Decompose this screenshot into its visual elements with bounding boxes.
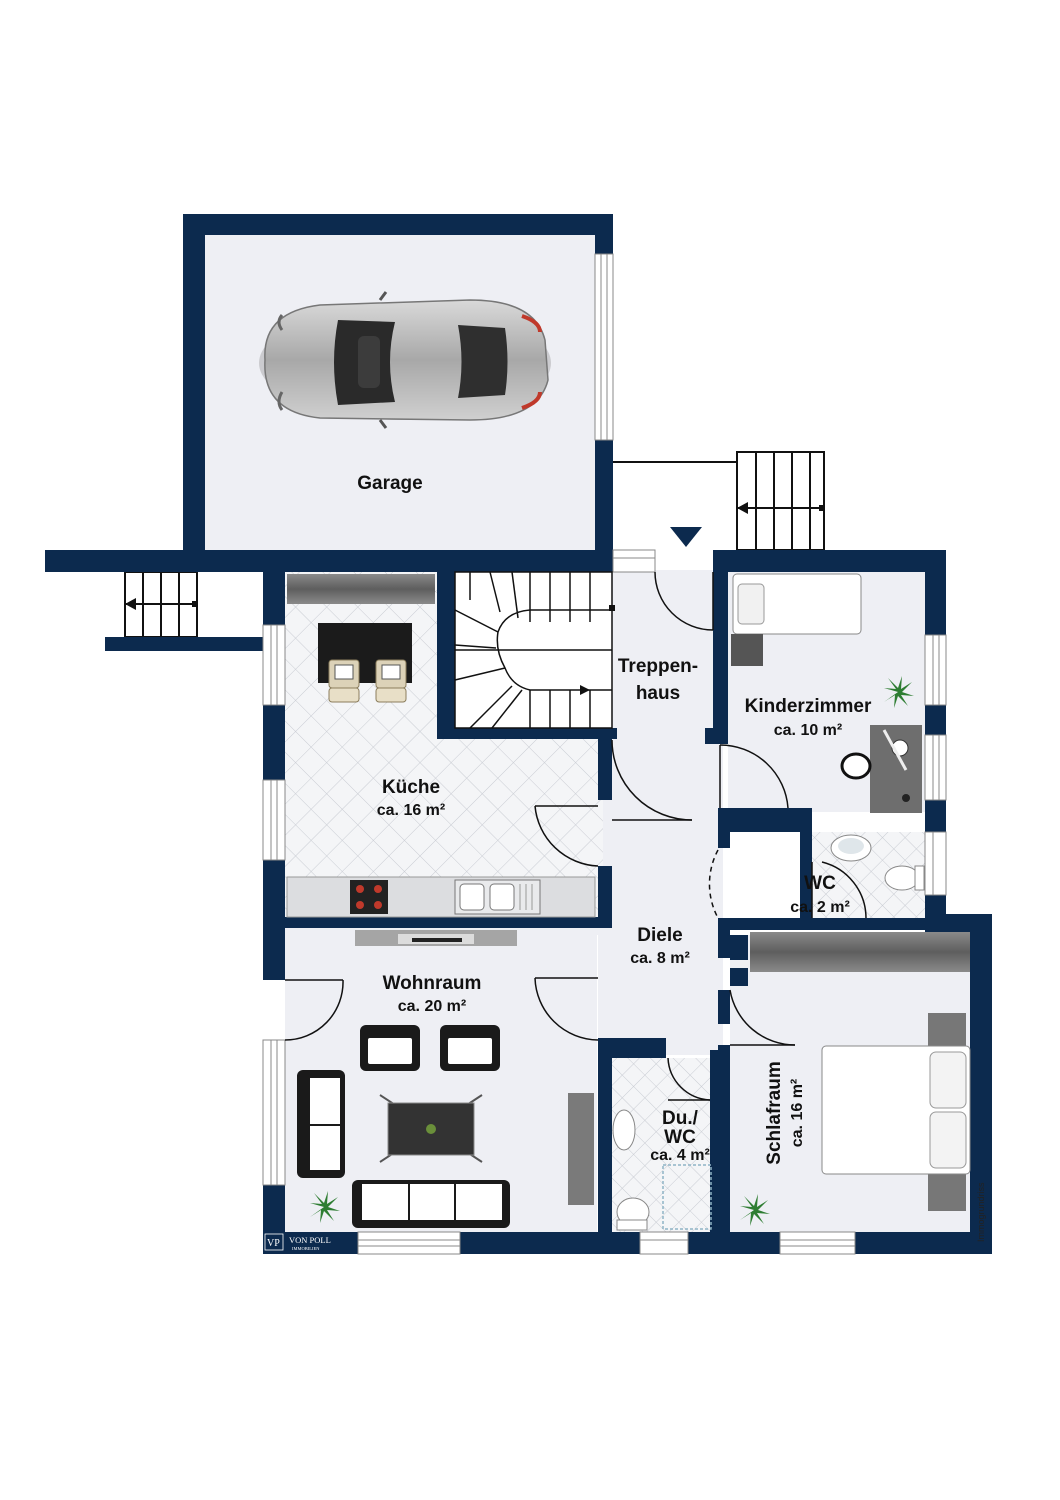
- diele-area: ca. 8 m²: [630, 950, 690, 967]
- von-poll-logo: VP VON POLL IMMOBILIEN: [263, 1232, 339, 1252]
- toilet: [616, 1197, 650, 1231]
- logo-sub: IMMOBILIEN: [292, 1246, 320, 1251]
- desk: [870, 725, 922, 813]
- shower: [662, 1164, 712, 1230]
- diele-label: Diele: [637, 925, 682, 946]
- kinderzimmer-furniture: [731, 573, 922, 813]
- nightstand: [928, 1013, 966, 1051]
- kueche-label: Küche: [382, 777, 440, 798]
- washbasin: [612, 1109, 636, 1151]
- outdoor-stairs-right: [613, 451, 825, 551]
- diele-floor: [598, 735, 723, 1055]
- treppenhaus-label-line1: Treppen-: [618, 656, 698, 677]
- armchair: [440, 1025, 500, 1071]
- credit-immogrundriss: Immogrundriss: [976, 1182, 986, 1242]
- wc-area: ca. 2 m²: [790, 899, 850, 916]
- coffee-table: [379, 1094, 483, 1163]
- tv-icon: [355, 930, 517, 946]
- stove-icon: [350, 880, 388, 914]
- treppenhaus-label-line2: haus: [636, 683, 680, 704]
- schlafraum-furniture: [740, 932, 971, 1226]
- schlafraum-area: ca. 16 m²: [789, 1079, 806, 1147]
- dining-chair: [375, 659, 407, 703]
- walls: [45, 214, 992, 1254]
- wc-furniture: [830, 834, 925, 891]
- entrance-arrow-icon: [670, 527, 702, 547]
- duwc-label-line1: Du./: [662, 1108, 699, 1129]
- wohnraum-label: Wohnraum: [383, 973, 482, 994]
- armchair: [360, 1025, 420, 1071]
- toilet: [884, 865, 925, 891]
- logo-mark: VP: [267, 1238, 280, 1249]
- wohnraum-area: ca. 20 m²: [398, 998, 466, 1015]
- sideboard: [568, 1093, 594, 1205]
- nightstand: [731, 634, 763, 666]
- sofa-left: [297, 1070, 345, 1178]
- sofa-bottom: [352, 1180, 510, 1228]
- kinderzimmer-area: ca. 10 m²: [774, 722, 842, 739]
- staircase: [454, 571, 615, 729]
- duwc-furniture: [612, 1109, 712, 1231]
- nightstand: [928, 1173, 966, 1211]
- double-bed: [821, 1045, 971, 1175]
- duwc-label-line2: WC: [664, 1127, 696, 1148]
- wohnraum-furniture: [297, 930, 594, 1228]
- kitchen-upper-cabinet: [287, 574, 435, 604]
- wardrobe: [750, 932, 970, 972]
- sink-icon: [454, 879, 541, 915]
- plant-icon: [884, 676, 914, 708]
- logo-name: VON POLL: [289, 1235, 331, 1245]
- windows: [262, 253, 947, 1255]
- kitchen-furniture: [286, 574, 596, 918]
- room-labels: Garage Treppen- haus Kinderzimmer ca. 10…: [357, 473, 872, 1165]
- car-icon: [259, 291, 551, 429]
- desk-chair: [840, 752, 872, 780]
- kinderzimmer-label: Kinderzimmer: [745, 696, 872, 717]
- wc-label: WC: [804, 873, 836, 894]
- duwc-area: ca. 4 m²: [650, 1147, 710, 1164]
- outdoor-stairs-left: [124, 571, 198, 638]
- plant-icon: [740, 1194, 770, 1226]
- plant-icon: [310, 1191, 340, 1223]
- kitchen-counter: [286, 876, 596, 918]
- schlafraum-label: Schlafraum: [764, 1061, 785, 1164]
- doors: [284, 571, 867, 1101]
- dining-chair: [328, 659, 360, 703]
- child-bed: [732, 573, 862, 635]
- garage-label: Garage: [357, 473, 422, 494]
- kueche-area: ca. 16 m²: [377, 802, 445, 819]
